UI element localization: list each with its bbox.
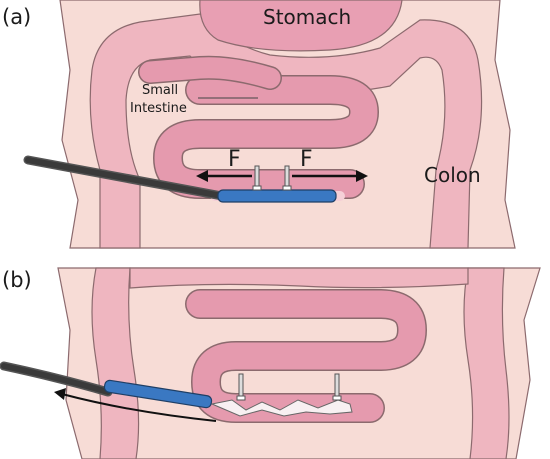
small-intestine-label-line1: Small — [142, 83, 178, 98]
panel-a: (a) Stomach Small Intestine Colon F F — [2, 0, 516, 249]
anchor-right-b — [332, 373, 342, 401]
small-intestine-lumen — [154, 76, 378, 198]
colon-top-b — [129, 267, 469, 289]
retraction-arrow — [54, 388, 217, 422]
force-arrow-left — [196, 170, 252, 182]
force-arrow-right — [292, 170, 368, 182]
collapsed-lumen — [210, 399, 353, 417]
panel-b-label: (b) — [2, 268, 32, 292]
capsule-a — [217, 189, 337, 203]
anchor-left-a — [252, 165, 262, 191]
colon-label: Colon — [424, 163, 481, 187]
capsule-b — [103, 379, 213, 409]
stomach — [199, 0, 403, 52]
small-intestine-label-line2: Intestine — [130, 101, 187, 116]
force-label-left: F — [228, 147, 241, 172]
force-label-right: F — [300, 147, 313, 172]
anchor-left-b — [236, 373, 246, 401]
stomach-label: Stomach — [263, 5, 351, 29]
colon — [89, 13, 483, 249]
anchor-right-a — [282, 165, 292, 191]
panel-b: (b) — [0, 267, 541, 459]
panel-a-label: (a) — [2, 5, 31, 29]
